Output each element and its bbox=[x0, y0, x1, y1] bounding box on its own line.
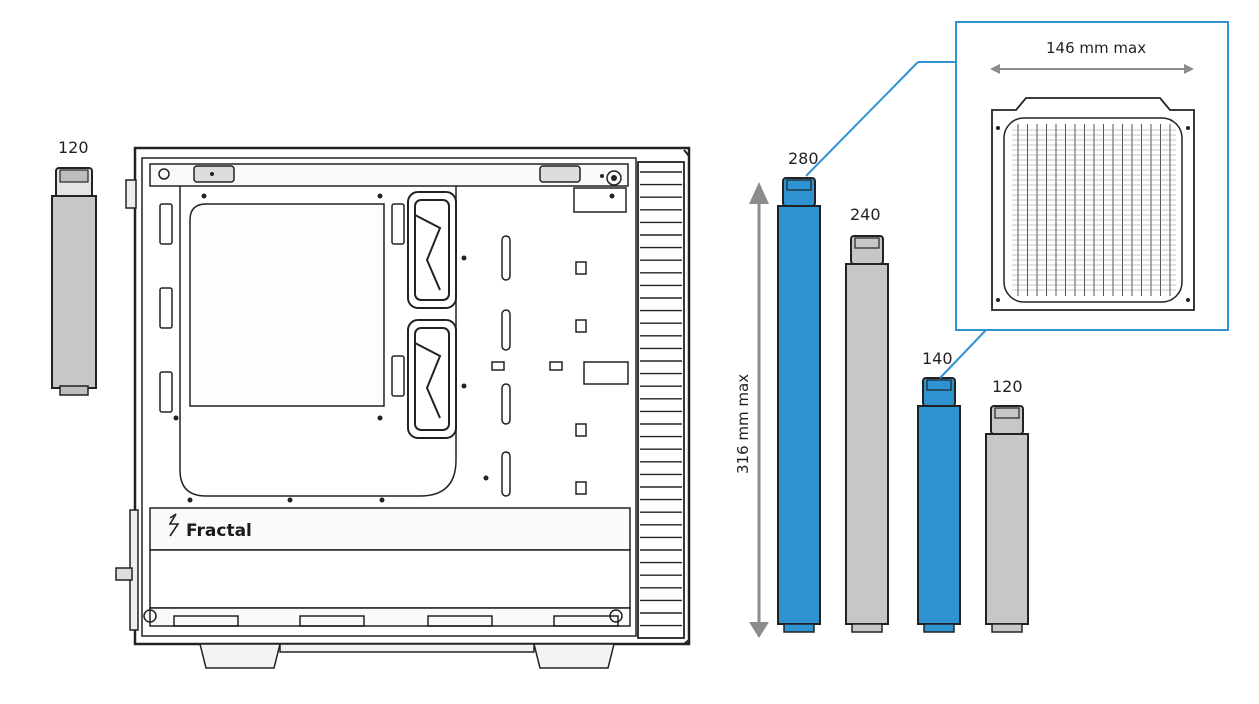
case-front-grille bbox=[637, 149, 690, 645]
radiator-body bbox=[917, 405, 961, 625]
height-dimension-label: 316 mm max bbox=[734, 374, 752, 474]
radiator-240: 240 bbox=[845, 205, 889, 633]
radiator-body bbox=[777, 205, 821, 625]
radiator-label: 280 bbox=[788, 149, 819, 168]
radiator-140: 140 bbox=[917, 349, 961, 633]
radiator-body bbox=[845, 263, 889, 625]
radiator-body bbox=[985, 433, 1029, 625]
pc-case: Fractal bbox=[115, 146, 691, 669]
radiator-bottom-cap bbox=[991, 623, 1023, 633]
loose-radiator-label: 120 bbox=[58, 138, 89, 157]
radiator-label: 120 bbox=[992, 377, 1023, 396]
radiator-bottom-cap bbox=[923, 623, 955, 633]
width-dimension-label: 146 mm max bbox=[1046, 39, 1146, 57]
fractal-logo-icon bbox=[168, 513, 180, 537]
case-fan-lower bbox=[407, 319, 457, 439]
loose-radiator-120: 120 bbox=[51, 138, 97, 396]
radiator-bottom-cap bbox=[851, 623, 883, 633]
radiator-280: 280 bbox=[777, 149, 821, 633]
radiator-120: 120 bbox=[985, 377, 1029, 633]
radiator-row: 280 240 140 120 bbox=[777, 149, 1029, 633]
radiator-bottom-cap bbox=[783, 623, 815, 633]
radiator-fin-grid bbox=[1012, 124, 1176, 296]
brand-text: Fractal bbox=[186, 521, 252, 541]
width-dimension-arrow bbox=[990, 64, 1194, 74]
radiator-label: 240 bbox=[850, 205, 881, 224]
radiator-label: 140 bbox=[922, 349, 953, 368]
radiator-callout: 146 mm max bbox=[805, 21, 1229, 379]
height-dimension: 316 mm max bbox=[734, 182, 769, 638]
case-fan-upper bbox=[407, 191, 457, 309]
